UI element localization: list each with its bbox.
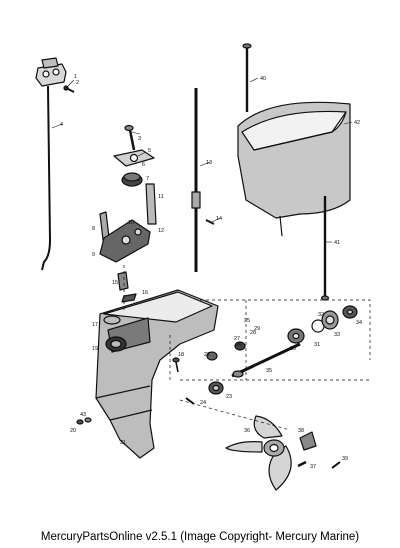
callout-27: 27 <box>234 336 240 342</box>
part-water-pump-screw <box>124 124 136 151</box>
callout-1: 1 <box>74 74 77 80</box>
callout-5: 5 <box>148 148 151 154</box>
callout-22: 22 <box>204 352 210 358</box>
callout-28: 28 <box>250 330 256 336</box>
part-gear-22 <box>206 351 218 361</box>
callout-12: 12 <box>158 228 164 234</box>
callout-9: 9 <box>92 252 95 258</box>
callout-21: 21 <box>120 440 126 446</box>
callout-32: 32 <box>318 312 324 318</box>
part-gear-27 <box>234 341 246 351</box>
callout-40: 40 <box>260 76 266 82</box>
part-screw-2 <box>63 85 75 93</box>
callout-23: 23 <box>226 394 232 400</box>
part-small-18 <box>172 357 180 373</box>
part-cone-38 <box>299 431 317 451</box>
callout-3: 3 <box>138 136 141 142</box>
part-drive-shaft <box>191 88 201 272</box>
callout-4: 4 <box>60 122 63 128</box>
callout-19: 19 <box>92 346 98 352</box>
callout-2: 2 <box>76 80 79 86</box>
callout-24: 24 <box>200 400 206 406</box>
callout-15: 15 <box>112 280 118 286</box>
part-shift-bracket <box>35 57 67 87</box>
part-gear-housing <box>95 289 219 459</box>
part-small-20 <box>76 417 92 425</box>
part-screw-39 <box>331 461 341 469</box>
callout-43: 43 <box>80 412 86 418</box>
part-pin-14 <box>205 219 215 225</box>
callout-8: 8 <box>92 226 95 232</box>
part-pin-24 <box>185 397 195 405</box>
part-propeller <box>225 415 292 491</box>
callout-36: 36 <box>244 428 250 434</box>
alignment-guides <box>123 262 371 431</box>
part-pump-plate <box>113 149 155 167</box>
callout-26: 26 <box>236 342 242 348</box>
callout-leaders <box>51 77 353 243</box>
part-impeller <box>121 172 143 187</box>
callout-41: 41 <box>334 240 340 246</box>
part-pump-housing <box>145 183 157 225</box>
callout-labels: 1 2 3 4 5 6 7 8 9 10 11 12 13 14 15 16 1… <box>60 74 362 470</box>
callout-14: 14 <box>216 216 222 222</box>
callout-20: 20 <box>70 428 76 434</box>
callout-30: 30 <box>290 346 296 352</box>
callout-33: 33 <box>334 332 340 338</box>
callout-42: 42 <box>354 120 360 126</box>
part-propeller-shaft <box>231 342 301 378</box>
image-caption: MercuryPartsOnline v2.5.1 (Image Copyrig… <box>40 531 360 543</box>
callout-39: 39 <box>342 456 348 462</box>
callout-11: 11 <box>158 194 164 200</box>
callout-10: 10 <box>128 220 134 226</box>
part-long-stud-41 <box>320 196 330 301</box>
part-bearing-carrier-32 <box>321 310 339 330</box>
callout-6: 6 <box>142 162 145 168</box>
part-gear-30 <box>287 328 305 344</box>
part-long-stud-40 <box>242 43 252 112</box>
callout-29: 29 <box>254 326 260 332</box>
part-exhaust-housing <box>237 101 351 237</box>
callout-13: 13 <box>206 160 212 166</box>
callout-16: 16 <box>142 290 148 296</box>
part-seal-17 <box>103 315 121 325</box>
callout-37: 37 <box>310 464 316 470</box>
part-pump-base <box>99 219 151 263</box>
callout-18: 18 <box>178 352 184 358</box>
part-washer-16 <box>121 293 137 303</box>
part-nut-37 <box>297 460 307 468</box>
callout-7: 7 <box>146 176 149 182</box>
part-cap-34 <box>342 305 358 319</box>
callout-38: 38 <box>298 428 304 434</box>
callout-34: 34 <box>356 320 362 326</box>
callout-25: 25 <box>244 318 250 324</box>
part-bearing-23 <box>208 381 224 395</box>
callout-31: 31 <box>314 342 320 348</box>
exploded-parts-diagram: 1 2 3 4 5 6 7 8 9 10 11 12 13 14 15 16 1… <box>35 43 371 491</box>
callout-35: 35 <box>266 368 272 374</box>
part-bracket-15 <box>117 271 129 291</box>
part-shift-shaft <box>41 85 51 271</box>
callout-17: 17 <box>92 322 98 328</box>
